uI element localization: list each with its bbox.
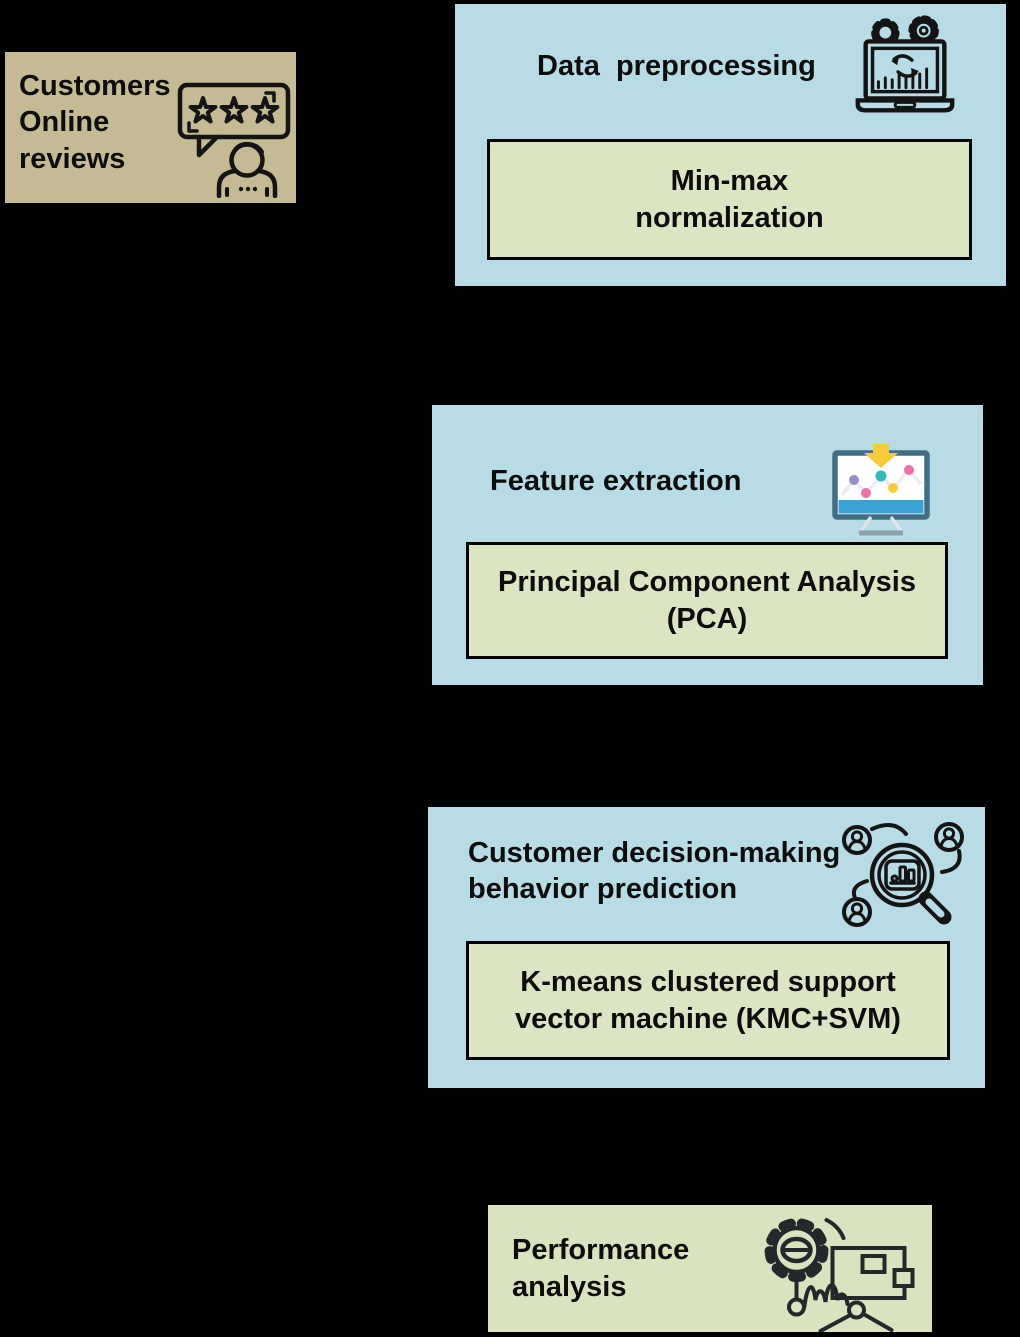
kmc-svm-box: K-means clustered support vector machine… xyxy=(466,941,950,1060)
final-label: Performance analysis xyxy=(512,1234,690,1303)
stage-title: Customer decision-making behavior predic… xyxy=(468,837,841,906)
laptop-analytics-icon xyxy=(855,15,955,113)
magnifier-users-icon xyxy=(842,822,964,927)
min-max-normalization-box: Min-max normalization xyxy=(487,139,972,260)
stage-title: Feature extraction xyxy=(490,465,742,497)
customer-reviews-icon xyxy=(177,82,291,198)
pca-box: Principal Component Analysis (PCA) xyxy=(466,542,948,659)
performance-analysis-box: Performance analysis xyxy=(488,1205,932,1332)
stage-title: Data preprocessing xyxy=(537,50,816,82)
feature-extraction-stage: Feature extraction Principal Component A… xyxy=(432,405,983,685)
monitor-chart-icon xyxy=(832,444,930,536)
gear-circuit-icon xyxy=(764,1218,915,1332)
source-label: Customers Online reviews xyxy=(19,70,171,175)
customers-online-reviews-box: Customers Online reviews xyxy=(5,52,296,203)
behavior-prediction-stage: Customer decision-making behavior predic… xyxy=(428,807,985,1088)
data-preprocessing-stage: Data preprocessing xyxy=(455,4,1006,286)
